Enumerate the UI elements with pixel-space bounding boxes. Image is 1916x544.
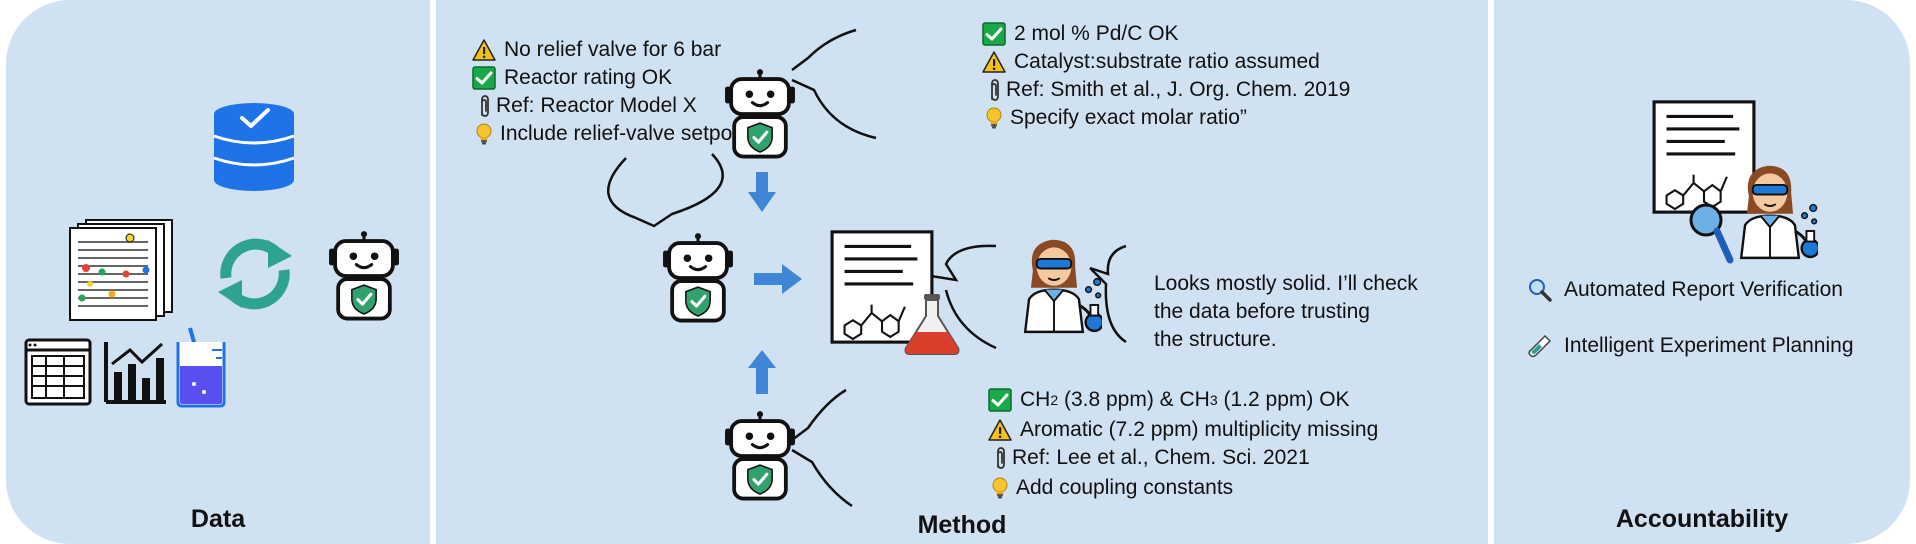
magnifier-icon (1689, 203, 1734, 264)
accountability-panel-title: Accountability (1615, 505, 1789, 533)
database-icon (213, 103, 295, 191)
speech-bubble-icon (1089, 244, 1127, 344)
feedback-item: Ref: Lee et al., Chem. Sci. 2021 (988, 446, 1310, 470)
accountability-item: Automated Report Verification (1528, 278, 1843, 302)
check-icon (982, 22, 1006, 46)
scientist-icon (1722, 154, 1818, 260)
scientist-speech: Looks mostly solid. I’ll check the data … (1154, 272, 1418, 351)
bar-chart-icon (104, 342, 166, 404)
beaker-icon (176, 327, 226, 408)
check-icon (472, 66, 496, 90)
warning-icon (982, 50, 1006, 74)
lightbulb-icon (988, 476, 1008, 500)
method-panel-title: Method (917, 511, 1007, 539)
spreadsheet-icon (24, 338, 92, 406)
feedback-item: Include relief-valve setpoint (472, 122, 754, 146)
paperclip-icon (472, 94, 488, 118)
warning-icon (988, 418, 1012, 442)
robot-reviewer-icon (722, 62, 798, 166)
sync-icon (218, 238, 292, 310)
arrow-right-icon (754, 264, 802, 294)
check-icon (988, 388, 1012, 412)
data-panel-title: Data (190, 505, 246, 533)
feedback-item: Add coupling constants (988, 476, 1233, 500)
method-panel: No relief valve for 6 bar Reactor rating… (436, 0, 1488, 544)
feedback-item: Catalyst:substrate ratio assumed (982, 50, 1320, 74)
accountability-panel: Automated Report Verification Intelligen… (1494, 0, 1910, 544)
feedback-item: Ref: Smith et al., J. Org. Chem. 2019 (982, 78, 1350, 102)
data-panel: Data (6, 0, 430, 544)
robot-reviewer-icon (722, 404, 798, 508)
feedback-item: Aromatic (7.2 ppm) multiplicity missing (988, 418, 1378, 442)
lightbulb-icon (982, 106, 1002, 130)
feedback-item: No relief valve for 6 bar (472, 38, 721, 62)
magnifier-icon (1528, 278, 1556, 302)
accountability-item: Intelligent Experiment Planning (1528, 334, 1854, 358)
flask-icon (904, 294, 960, 355)
feedback-item: Specify exact molar ratio” (982, 106, 1247, 130)
warning-icon (472, 38, 496, 62)
reports-stack-icon (69, 219, 173, 321)
feedback-item: Reactor rating OK (472, 66, 672, 90)
speech-connectors (607, 28, 997, 508)
robot-agent-icon (660, 226, 736, 330)
feedback-item: 2 mol % Pd/C OK (982, 22, 1179, 46)
robot-agent-icon (326, 224, 402, 328)
paperclip-icon (982, 78, 998, 102)
lightbulb-icon (472, 122, 492, 146)
test-tube-icon (1528, 334, 1556, 358)
feedback-item: Ref: Reactor Model X (472, 94, 697, 118)
paperclip-icon (988, 446, 1004, 470)
